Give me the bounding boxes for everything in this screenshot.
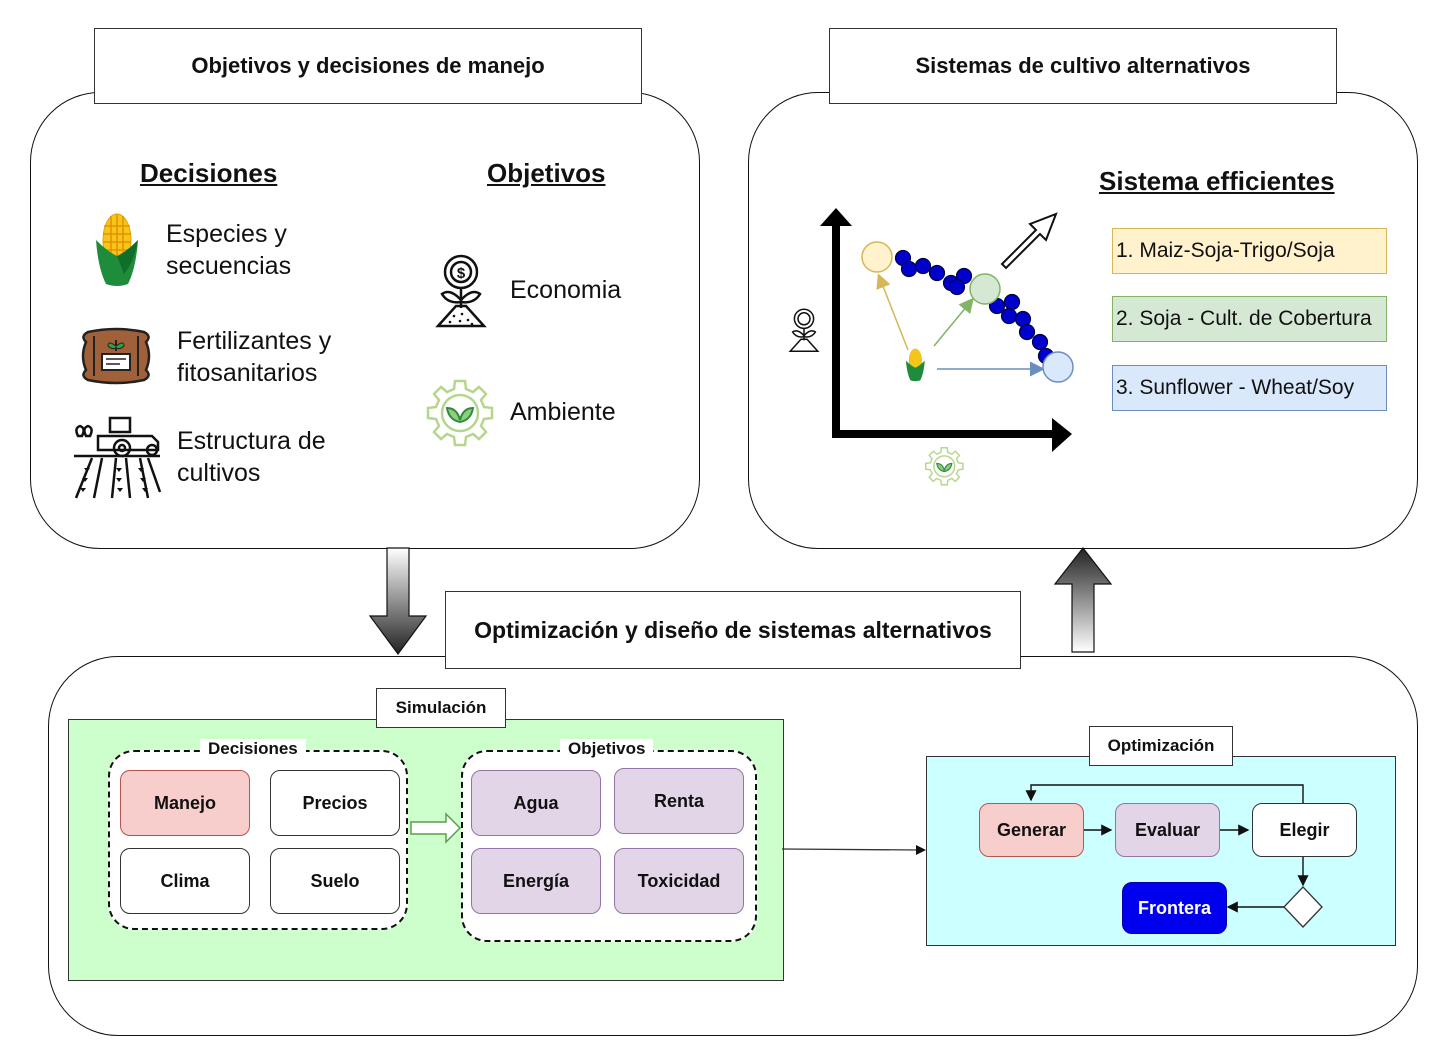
node-precios: Precios (270, 770, 400, 836)
system-3-point (1042, 351, 1074, 383)
decision-diamond (1283, 886, 1323, 928)
decision-species-line1: Especies y (166, 220, 287, 248)
node-suelo: Suelo (270, 848, 400, 914)
node-frontera: Frontera (1122, 882, 1227, 934)
improvement-arrow (1000, 212, 1058, 270)
simulation-objectives-label: Objetivos (560, 739, 654, 759)
system-2-point (969, 273, 1001, 305)
objectives-heading: Objetivos (487, 158, 606, 188)
money-plant-icon: $ (435, 254, 487, 328)
decision-fertilizer-line1: Fertilizantes y (177, 327, 332, 355)
corn-icon (96, 213, 138, 286)
pareto-front-point (1000, 307, 1018, 325)
efficient-systems-heading: Sistema efficientes (1099, 166, 1335, 196)
tractor-field-icon (74, 416, 162, 499)
management-panel (30, 92, 700, 549)
decisions-to-objectives-arrow (410, 812, 462, 844)
origin-corn-icon (905, 348, 925, 382)
decision-structure-line1: Estructura de (177, 427, 326, 455)
down-flow-arrow (368, 547, 428, 656)
node-energia: Energía (471, 848, 601, 914)
pareto-front-point (1003, 293, 1021, 311)
fertilizer-bag-icon (81, 327, 151, 385)
y-axis-money-icon (788, 308, 820, 352)
node-elegir: Elegir (1252, 803, 1357, 857)
svg-text:$: $ (457, 265, 466, 282)
y-axis-arrowhead (820, 208, 852, 226)
pareto-plot (788, 208, 1074, 486)
system-3-box: 3. Sunflower - Wheat/Soy (1112, 365, 1387, 411)
pareto-front-point (948, 278, 966, 296)
x-axis-arrowhead (1052, 418, 1072, 452)
decision-species-line2: secuencias (166, 252, 292, 280)
decision-structure-text: Estructura de cultivos (177, 425, 326, 489)
decision-structure-line2: cultivos (177, 459, 261, 487)
arrow-to-system-1 (876, 273, 909, 351)
arrow-to-system-2 (933, 297, 974, 347)
management-panel-title: Objetivos y decisiones de manejo (94, 28, 642, 104)
node-evaluar: Evaluar (1115, 803, 1220, 857)
node-manejo: Manejo (120, 770, 250, 836)
eco-gear-icon (426, 379, 494, 447)
up-flow-arrow (1053, 547, 1113, 653)
simulation-title: Simulación (376, 688, 506, 728)
decisions-heading: Decisiones (140, 158, 278, 188)
optimization-design-title: Optimización y diseño de sistemas altern… (445, 591, 1021, 669)
alternative-systems-title: Sistemas de cultivo alternativos (829, 28, 1337, 104)
node-agua: Agua (471, 770, 601, 836)
simulation-to-optimization-connector (781, 845, 926, 855)
pareto-front-point (900, 260, 918, 278)
decision-species-text: Especies y secuencias (166, 218, 291, 282)
pareto-front-point (1018, 323, 1036, 341)
optimization-flow-lines (1025, 784, 1323, 928)
system-2-box: 2. Soja - Cult. de Cobertura (1112, 296, 1387, 342)
node-toxicidad: Toxicidad (614, 848, 744, 914)
system-1-box: 1. Maiz-Soja-Trigo/Soja (1112, 228, 1387, 274)
pareto-front-point (914, 257, 932, 275)
optimization-title: Optimización (1089, 726, 1233, 766)
decision-fertilizer-text: Fertilizantes y fitosanitarios (177, 325, 331, 389)
simulation-decisions-label: Decisiones (200, 739, 306, 759)
x-axis-eco-icon (925, 447, 964, 486)
pareto-front-point (928, 264, 946, 282)
decision-fertilizer-line2: fitosanitarios (177, 359, 318, 387)
system-1-point (861, 241, 893, 273)
pareto-front-point (1031, 333, 1049, 351)
node-generar: Generar (979, 803, 1084, 857)
objective-economy-label: Economia (510, 276, 622, 304)
node-clima: Clima (120, 848, 250, 914)
objective-environment-label: Ambiente (510, 398, 616, 426)
node-renta: Renta (614, 768, 744, 834)
feedback-loop-line (1025, 784, 1304, 803)
